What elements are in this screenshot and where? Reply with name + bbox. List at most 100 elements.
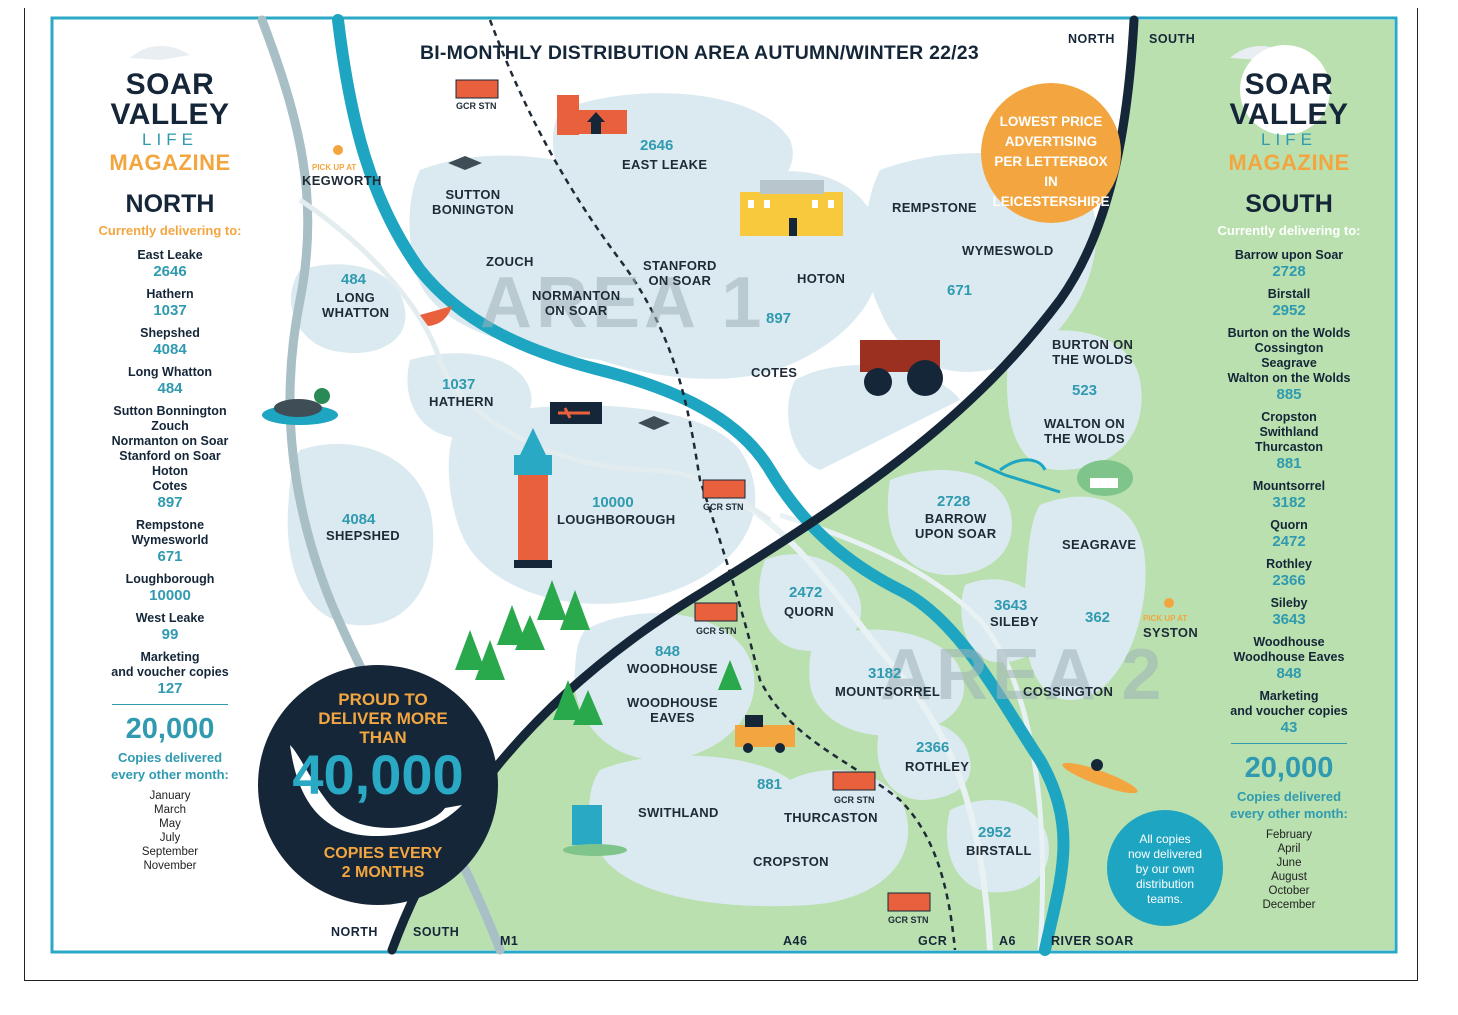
month-item: February [1265,829,1313,841]
loughborough-label: LOUGHBOROUGH [557,512,676,527]
orange-badge-text: LOWEST PRICE ADVERTISING PER LETTERBOX I… [992,114,1110,209]
shepshed-label: SHEPSHED [326,528,400,543]
east-leake-count: 2646 [640,137,674,154]
stanford-label: STANFORD ON SOAR [643,258,717,288]
pin-icon [333,145,1174,608]
thurcaston-label: THURCASTON [784,810,878,825]
a6-road [779,512,1045,951]
north-total: 20,000 [125,713,215,745]
frame-border [50,16,1398,954]
hathern-count: 1037 [442,376,476,393]
delivery-count: 4084 [153,341,187,358]
delivery-area-name: Rothley [1266,557,1312,571]
long-whatton-count: 484 [341,271,367,288]
station-label: GCR STN [456,101,497,111]
delivery-count: 2366 [1272,572,1306,589]
syston-label: SYSTON [1143,625,1199,640]
delivery-area-name: Long Whatton [128,365,212,379]
delivery-area-name: Barrow upon Soar [1234,248,1344,262]
delivery-count: 127 [157,680,183,697]
hoton-label: HOTON [797,271,846,286]
duck-icon [262,388,338,425]
mountsorrel-count: 3182 [868,665,902,682]
sileby-label: SILEBY [990,614,1039,629]
station-label: GCR STN [703,502,744,512]
delivery-count: 43 [1280,719,1298,736]
kegworth-label: KEGWORTH [302,173,382,188]
cropston-label: CROPSTON [753,854,829,869]
south-total-label: Copies delivered every other month: [1230,789,1348,821]
teal-badge-text: All copies now delivered by our own dist… [1127,832,1203,906]
a46-label: A46 [783,934,808,948]
wymeswold-label: WYMESWOLD [962,243,1054,258]
logo-badge-circle [1240,45,1330,135]
delivery-area-name: Burton on the Wolds Cossington Seagrave … [1227,326,1351,385]
south-total: 20,000 [1244,752,1334,784]
month-item: May [159,818,181,830]
burton-count: 523 [1072,382,1098,399]
south-top-label: SOUTH [1149,32,1196,46]
month-item: September [141,846,199,858]
delivery-entry: Burton on the Wolds Cossington Seagrave … [1188,326,1390,404]
mountsorrel-label: MOUNTSORREL [835,684,941,699]
station-icon [455,79,931,912]
brand-magazine: MAGAZINE [109,150,231,175]
delivery-count: 2646 [153,263,187,280]
delivery-count: 2472 [1272,533,1306,550]
month-item: June [1276,857,1302,869]
delivery-area-name: Hathern [146,287,194,301]
kegworth-pickup-label: PICK UP AT [312,163,357,172]
loughborough-count: 10000 [592,494,634,511]
north-total-label: Copies delivered every other month: [111,750,229,782]
delivery-area-name: East Leake [137,248,203,262]
quorn-count: 2472 [789,584,823,601]
delivery-count: 671 [157,548,183,565]
woodhouse-count: 848 [655,643,681,660]
normanton-label: NORMANTON ON SOAR [532,288,621,318]
delivery-count: 484 [157,380,183,397]
delivery-count: 1037 [153,302,187,319]
gcr-label: GCR [918,934,948,948]
north-divider [112,704,228,705]
syston-pickup-label: PICK UP AT [1143,614,1188,623]
month-item: December [1262,899,1316,911]
burton-label: BURTON ON THE WOLDS [1052,337,1134,367]
proud-badge [258,665,498,905]
teal-info-badge [1107,810,1223,926]
zouch-label: ZOUCH [486,254,534,269]
fox-sign-icon [550,402,602,424]
delivery-count: 2952 [1272,302,1306,319]
brand-magazine-south: MAGAZINE [1228,150,1350,175]
swithland-label: SWITHLAND [638,805,719,820]
delivery-count: 3643 [1272,611,1306,628]
month-item: April [1277,843,1301,855]
east-leake-label: EAST LEAKE [622,157,708,172]
barrow-count: 2728 [937,493,971,510]
delivery-area-name: Sutton Bonnington Zouch Normanton on Soa… [111,404,229,493]
brand-life-south: LIFE [1261,130,1317,149]
lighthouse-tower-icon [514,428,552,568]
station-label: GCR STN [888,915,929,925]
south-divider [1231,743,1347,744]
horse-icon [1077,460,1133,496]
proud-badge-bottom: COPIES EVERY 2 MONTHS [323,845,443,881]
month-item: March [154,804,186,816]
orange-price-badge [981,83,1121,223]
south-region-title: SOUTH [1245,190,1333,218]
train-icon [735,715,795,753]
month-item: August [1271,871,1307,883]
delivery-area-name: Rempstone Wymesworld [131,518,209,547]
